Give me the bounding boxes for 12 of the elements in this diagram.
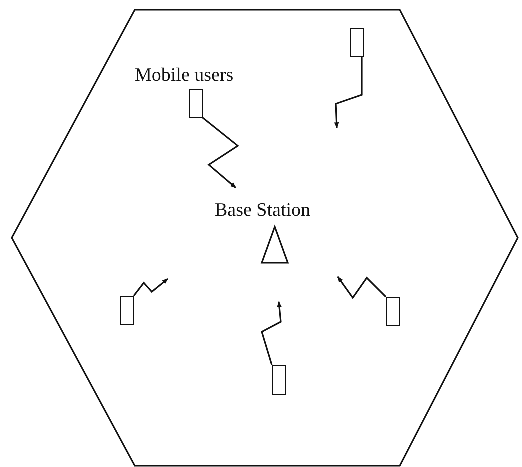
- phone-icon: [350, 28, 364, 57]
- wireless-link-arrow: [133, 278, 168, 296]
- wireless-link-arrow: [337, 276, 387, 300]
- node-label: Base Station: [215, 201, 311, 220]
- wireless-link-arrow: [334, 57, 363, 129]
- node-caption: Mobile users: [135, 66, 234, 85]
- wireless-link-arrow: [202, 117, 240, 189]
- phone-icon: [120, 296, 134, 325]
- phone-icon: [386, 297, 400, 326]
- phone-icon: [189, 89, 203, 118]
- phone-icon: [272, 365, 286, 395]
- wireless-link-arrow: [261, 301, 282, 366]
